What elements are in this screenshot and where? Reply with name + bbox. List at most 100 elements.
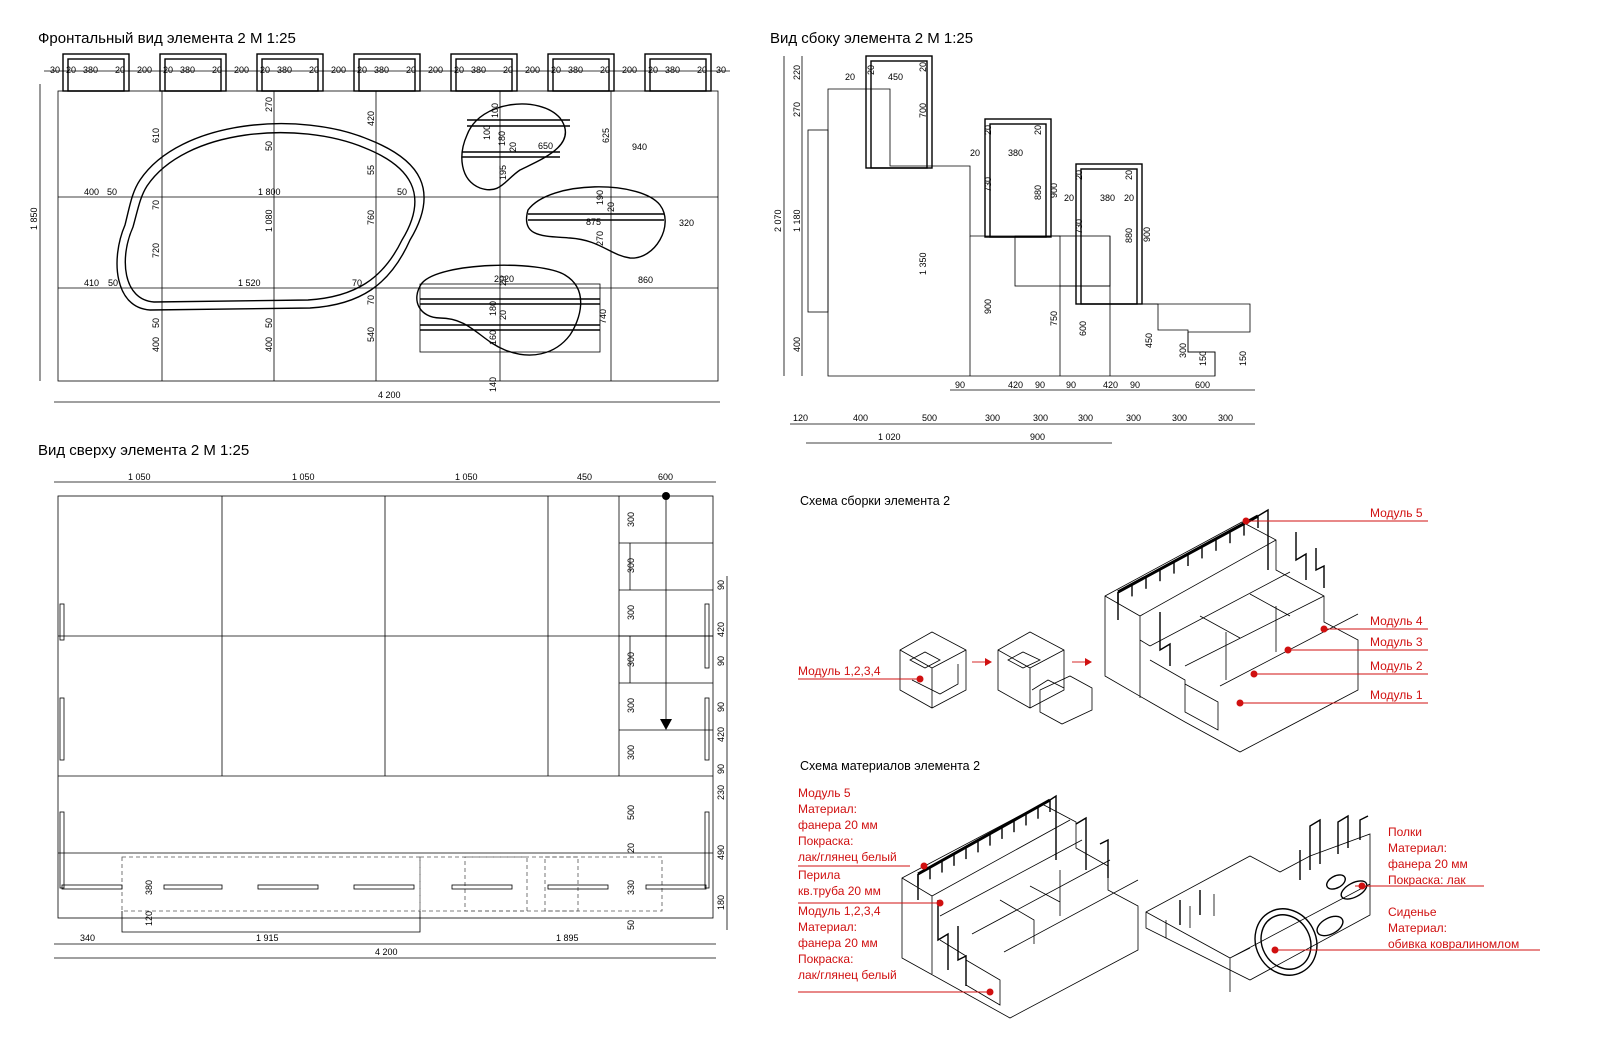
svg-text:750: 750 [1049,311,1059,326]
materials-right-line: Материал: [1388,841,1447,855]
materials-left-line: кв.труба 20 мм [798,884,881,898]
svg-text:1 850: 1 850 [29,207,39,230]
front-top-dim: 20 [648,65,658,75]
svg-text:55: 55 [366,165,376,175]
svg-text:1 915: 1 915 [256,933,279,943]
materials-left-line: лак/глянец белый [798,968,897,982]
front-top-dim: 380 [83,65,98,75]
svg-text:420: 420 [1008,380,1023,390]
svg-text:420: 420 [716,727,726,742]
front-top-dim: 200 [525,65,540,75]
top-view-title: Вид сверху элемента 2 М 1:25 [38,442,249,459]
svg-text:400: 400 [264,337,274,352]
svg-text:900: 900 [1049,183,1059,198]
front-top-dim: 30 [716,65,726,75]
materials-left-line: Перила [798,868,841,882]
assembly-scheme: Схема сборки элемента 2 Модуль 1,2,3,4 М [798,494,1428,753]
svg-text:20: 20 [1074,170,1084,180]
svg-text:300: 300 [1218,413,1233,423]
svg-text:270: 270 [264,97,274,112]
materials-right-line: обивка ковралиномлом [1388,937,1519,951]
svg-text:20: 20 [970,148,980,158]
svg-text:400: 400 [792,337,802,352]
top-rail-vertical [704,811,710,889]
svg-text:1 050: 1 050 [128,472,151,482]
materials-scheme: Схема материалов элемента 2 Модуль 5Мате… [798,759,1540,1019]
materials-left-line: Материал: [798,920,857,934]
svg-text:50: 50 [264,141,274,151]
svg-text:90: 90 [955,380,965,390]
materials-left-line: Модуль 5 [798,786,851,800]
svg-text:180: 180 [488,301,498,316]
svg-text:195: 195 [498,165,508,180]
svg-text:20: 20 [866,65,876,75]
top-rail-vertical [59,811,65,889]
svg-text:20: 20 [1124,193,1134,203]
svg-text:220: 220 [792,65,802,80]
svg-text:90: 90 [1035,380,1045,390]
svg-text:1 020: 1 020 [878,432,901,442]
side-view-title: Вид сбоку элемента 2 М 1:25 [770,30,973,47]
svg-text:450: 450 [577,472,592,482]
svg-text:190: 190 [595,190,605,205]
top-rail-vertical [59,697,65,761]
front-top-dim: 380 [374,65,389,75]
svg-text:450: 450 [1144,333,1154,348]
svg-text:600: 600 [1078,321,1088,336]
label-module-4: Модуль 4 [1370,614,1423,628]
front-top-dim: 200 [622,65,637,75]
svg-text:270: 270 [792,102,802,117]
materials-left-line: Материал: [798,802,857,816]
materials-right-line: Материал: [1388,921,1447,935]
svg-text:90: 90 [716,656,726,666]
svg-text:650: 650 [538,141,553,151]
label-module-1: Модуль 1 [1370,688,1423,702]
svg-text:70: 70 [352,278,362,288]
front-top-dim: 20 [309,65,319,75]
svg-text:730: 730 [983,177,993,192]
svg-text:420: 420 [1103,380,1118,390]
svg-text:4 200: 4 200 [375,947,398,957]
svg-text:120: 120 [793,413,808,423]
materials-right-line: фанера 20 мм [1388,857,1468,871]
svg-text:400: 400 [84,187,99,197]
svg-text:410: 410 [84,278,99,288]
svg-text:940: 940 [632,142,647,152]
front-top-dim: 380 [568,65,583,75]
svg-text:380: 380 [144,880,154,895]
front-top-dim: 20 [697,65,707,75]
assembly-title: Схема сборки элемента 2 [800,494,950,508]
svg-text:20: 20 [606,202,616,212]
svg-text:300: 300 [1178,343,1188,358]
label-module-3: Модуль 3 [1370,635,1423,649]
svg-text:625: 625 [601,128,611,143]
svg-text:600: 600 [1195,380,1210,390]
svg-text:150: 150 [1198,351,1208,366]
svg-text:300: 300 [626,745,636,760]
svg-text:380: 380 [1008,148,1023,158]
front-top-dim: 20 [551,65,561,75]
svg-text:300: 300 [626,558,636,573]
svg-text:700: 700 [918,103,928,118]
label-module-5: Модуль 5 [1370,506,1423,520]
front-top-dim: 380 [277,65,292,75]
materials-iso-left [901,794,1139,1019]
materials-left-line: Покраска: [798,834,853,848]
svg-text:50: 50 [626,920,636,930]
front-top-dim: 200 [137,65,152,75]
svg-text:50: 50 [107,187,117,197]
svg-text:610: 610 [151,128,161,143]
materials-iso-right [1145,814,1371,992]
svg-text:100: 100 [482,125,492,140]
svg-text:500: 500 [922,413,937,423]
svg-text:380: 380 [1100,193,1115,203]
svg-text:900: 900 [1142,227,1152,242]
top-view-rails [59,603,710,890]
svg-text:90: 90 [1130,380,1140,390]
svg-text:1 520: 1 520 [238,278,261,288]
svg-text:90: 90 [1066,380,1076,390]
front-top-dim: 20 [357,65,367,75]
top-rail-horizontal [547,884,609,890]
